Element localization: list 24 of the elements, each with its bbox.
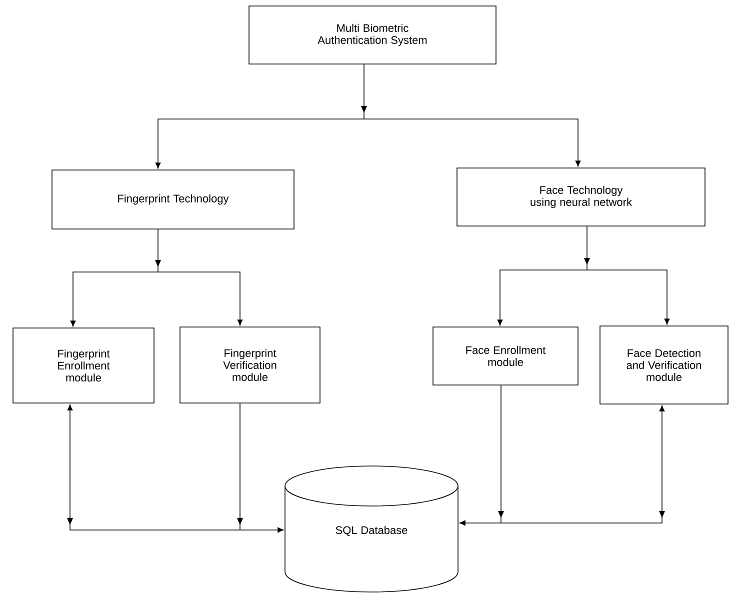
arrow <box>67 404 240 530</box>
system-box: Multi Biometric Authentication System <box>248 6 496 64</box>
arrow <box>155 118 364 169</box>
arrow <box>237 403 243 530</box>
arrow <box>584 226 590 270</box>
node-label: SQL Database <box>336 526 408 536</box>
arrow <box>500 405 665 524</box>
arrow <box>70 272 158 327</box>
arrow <box>364 118 581 167</box>
arrow <box>240 527 284 533</box>
arrow <box>155 228 161 272</box>
arrow <box>586 270 670 325</box>
module-box: Fingerprint Verification module <box>180 326 320 404</box>
module-box: Face Detection and Verification module <box>600 326 728 404</box>
module-box: Fingerprint Enrollment module <box>12 328 154 404</box>
arrow <box>498 385 504 524</box>
arrow <box>497 270 588 326</box>
database-cylinder: SQL Database <box>284 466 458 592</box>
arrow <box>459 520 502 526</box>
module-box: Face Enrollment module <box>432 326 578 386</box>
arrow <box>361 64 367 120</box>
process-box: Face Technology using neural network <box>456 168 706 226</box>
arrow <box>158 272 243 326</box>
process-box: Fingerprint Technology <box>52 170 294 230</box>
